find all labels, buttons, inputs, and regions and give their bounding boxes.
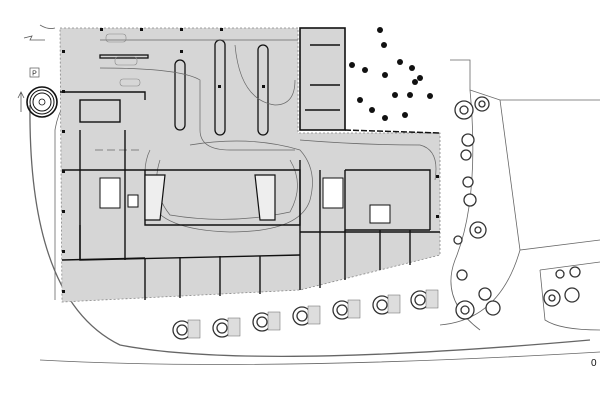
north-building bbox=[299, 27, 346, 131]
interior-walls bbox=[60, 44, 440, 300]
parked-cars bbox=[105, 33, 141, 87]
parking-sign-label: P bbox=[32, 71, 37, 78]
parking-sign: P bbox=[29, 67, 40, 78]
building-slab bbox=[59, 27, 441, 303]
trees bbox=[172, 96, 581, 340]
atrium-voids bbox=[144, 174, 276, 221]
scale-label: 0 bbox=[591, 358, 597, 369]
columns bbox=[62, 28, 439, 293]
exit-arrow-icon bbox=[17, 91, 25, 112]
entrance-arrow-icon bbox=[23, 35, 45, 41]
stair-cores bbox=[99, 177, 391, 224]
bench-pads bbox=[187, 289, 439, 339]
ramp-spiral bbox=[26, 86, 58, 118]
small-trees bbox=[349, 27, 433, 121]
